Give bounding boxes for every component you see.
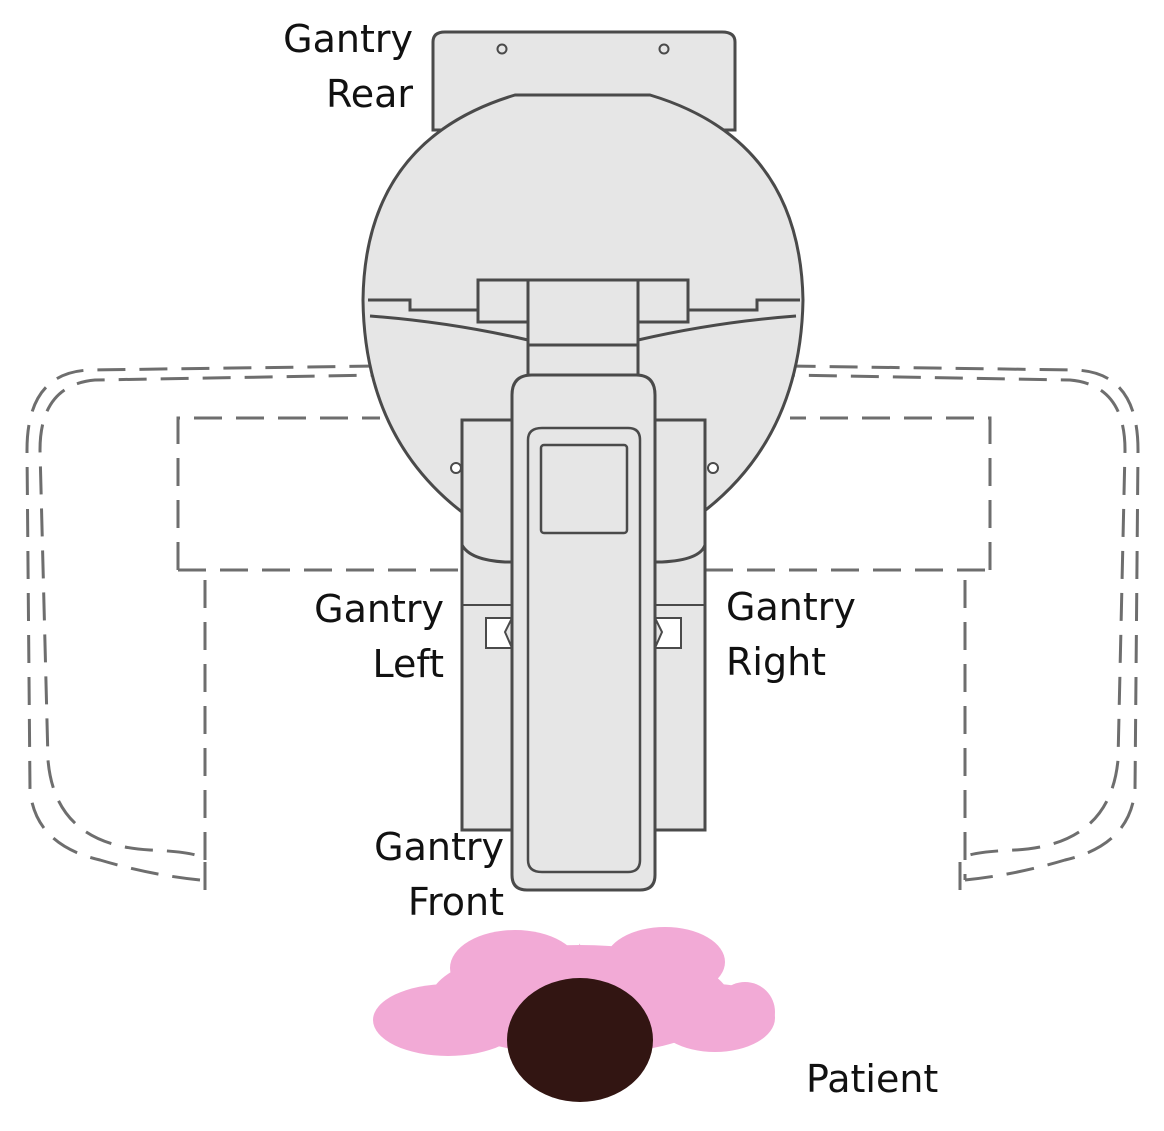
label-gantry-rear: Gantry Rear [265, 12, 413, 122]
handle-right [653, 617, 682, 649]
label-patient: Patient [806, 1052, 938, 1107]
detector-window [539, 443, 629, 535]
pivot-right [707, 462, 719, 474]
label-gantry-right-line1: Gantry [726, 585, 856, 629]
dashed-crossbar [176, 416, 992, 880]
dashed-inner-frame [25, 364, 1140, 882]
bolt-right [658, 43, 670, 55]
patient-head [507, 978, 653, 1102]
label-gantry-rear-line2: Rear [326, 72, 413, 116]
label-patient-text: Patient [806, 1057, 939, 1101]
label-gantry-front-line2: Front [407, 880, 504, 924]
dashed-outer-frame [38, 373, 1127, 890]
handle-left [485, 617, 514, 649]
label-gantry-right-line2: Right [726, 640, 827, 684]
gantry-column [526, 278, 640, 382]
patient-figure [373, 927, 775, 1102]
label-gantry-left: Gantry Left [296, 582, 444, 692]
label-gantry-left-line2: Left [372, 642, 445, 686]
label-gantry-front-line1: Gantry [374, 825, 504, 869]
gantry-front-arm [510, 373, 657, 892]
pivot-left [450, 462, 462, 474]
bolt-left [496, 43, 508, 55]
label-gantry-right: Gantry Right [726, 580, 886, 690]
label-gantry-left-line1: Gantry [314, 587, 444, 631]
label-gantry-front: Gantry Front [356, 820, 504, 930]
label-gantry-rear-line1: Gantry [283, 17, 413, 61]
